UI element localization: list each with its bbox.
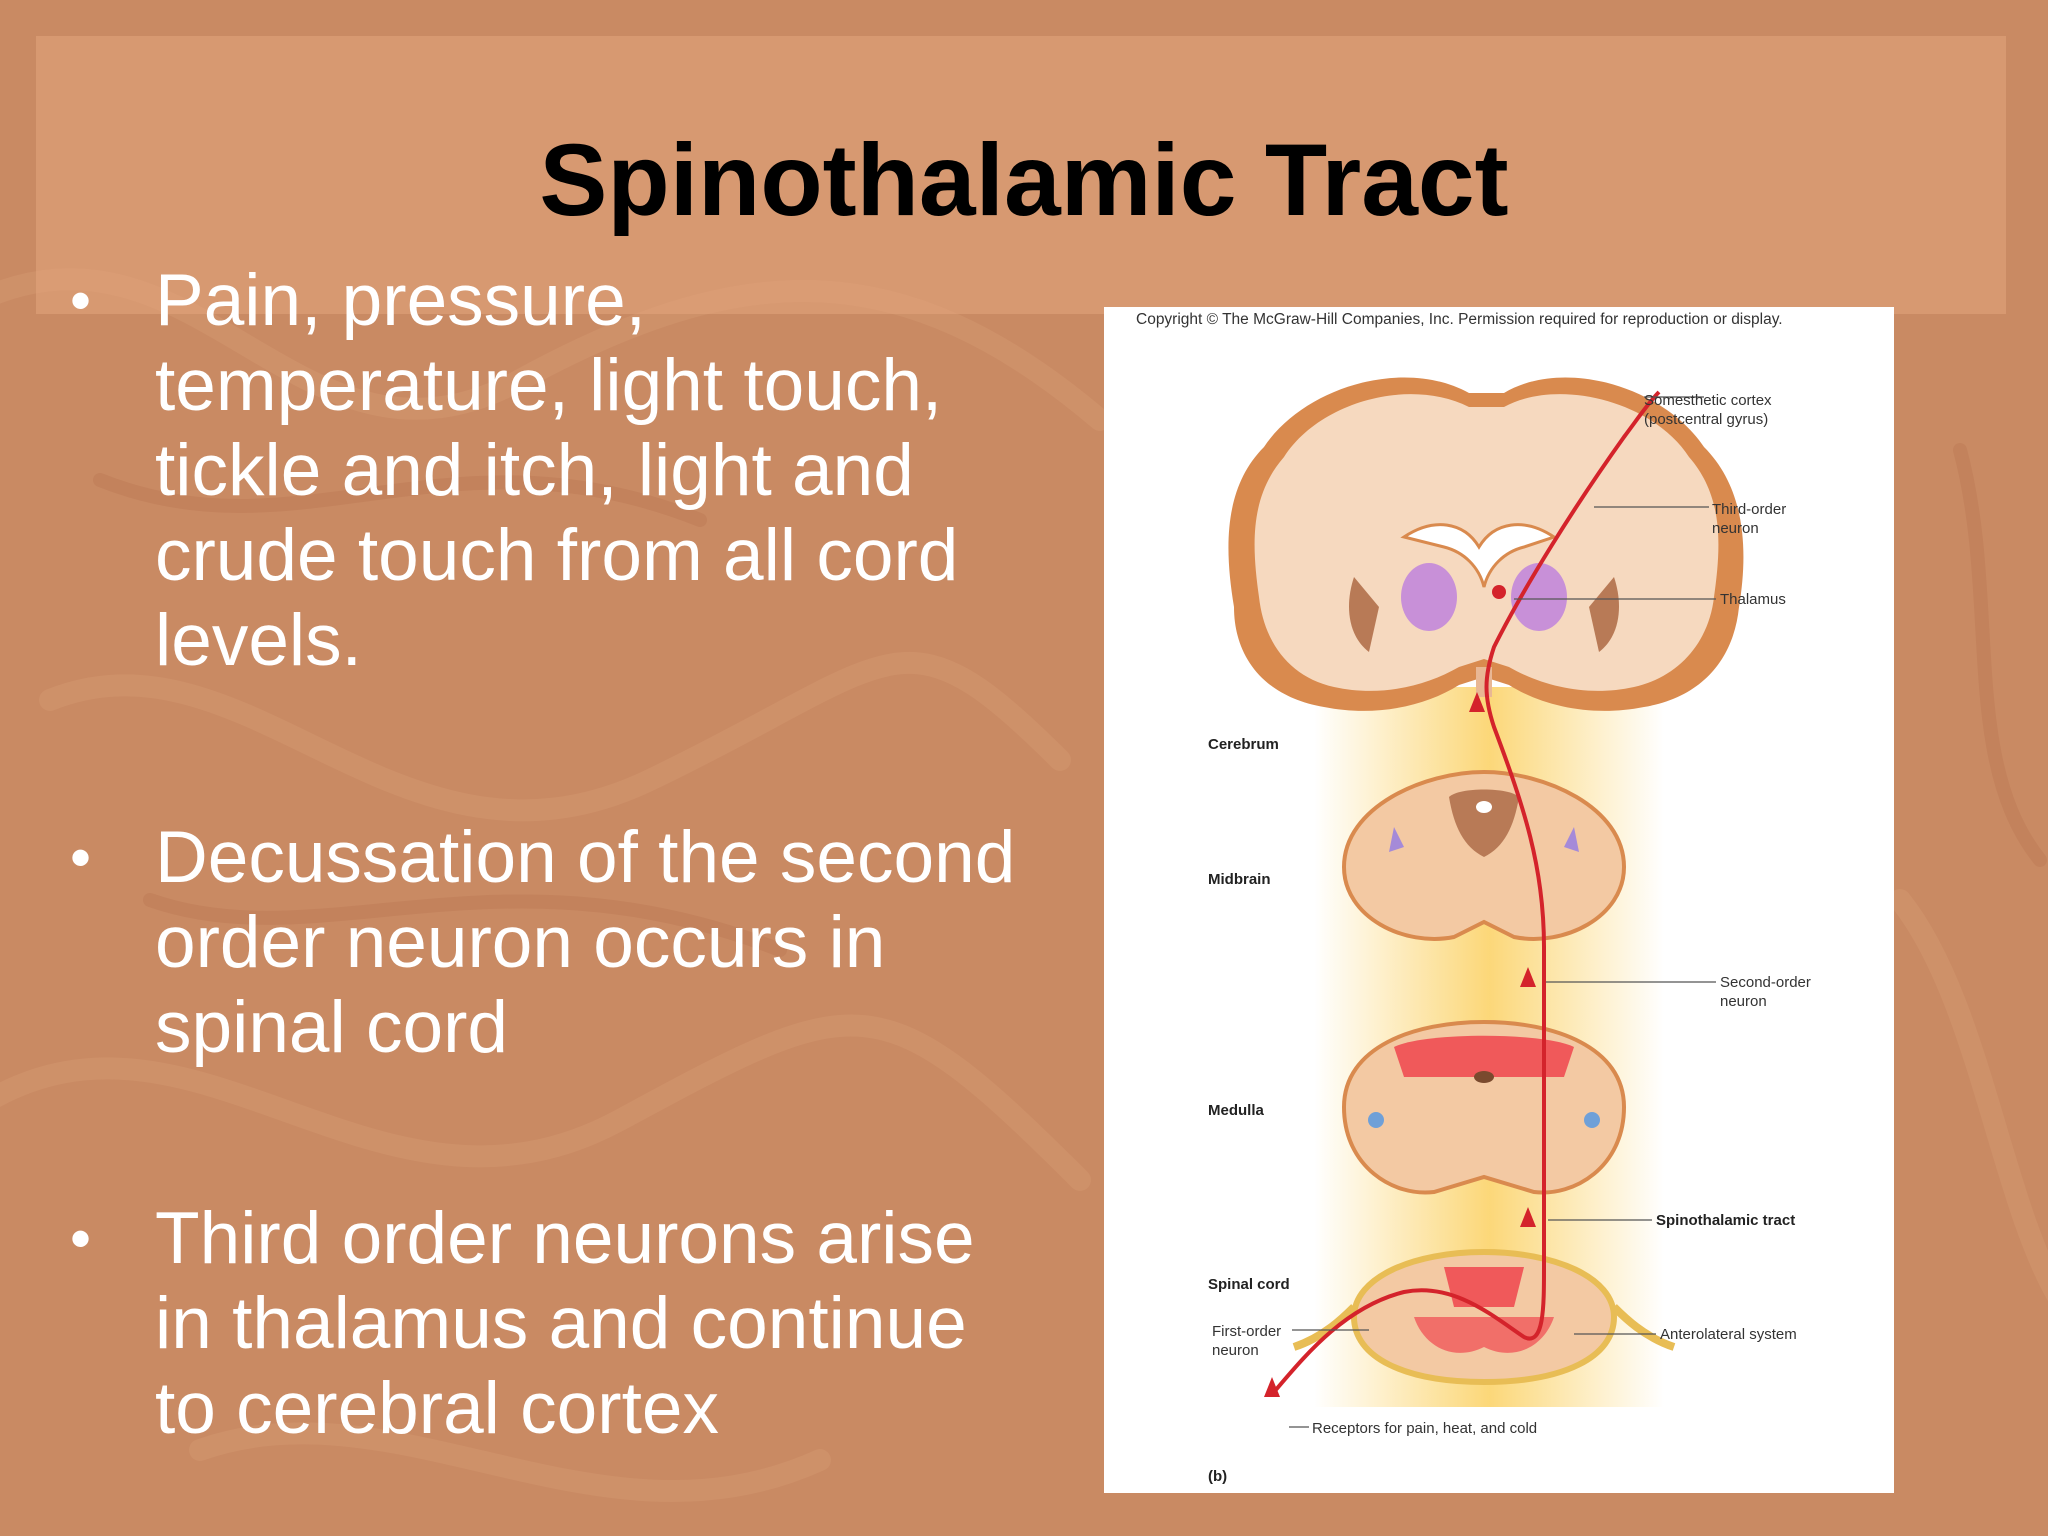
tract-arrows xyxy=(1264,585,1536,1397)
spinothalamic-figure: Copyright © The McGraw-Hill Companies, I… xyxy=(1104,307,1894,1493)
slide-title: Spinothalamic Tract xyxy=(539,123,1509,237)
title-band xyxy=(36,36,2006,314)
callout-somesthetic-cortex: Somesthetic cortex (postcentral gyrus) xyxy=(1644,392,1772,428)
midbrain-section xyxy=(1341,769,1627,941)
label-midbrain: Midbrain xyxy=(1208,871,1271,888)
label-medulla: Medulla xyxy=(1208,1102,1264,1119)
callout-receptors: Receptors for pain, heat, and cold xyxy=(1312,1420,1538,1437)
callout-second-order-neuron: Second-order neuron xyxy=(1720,974,1811,1010)
copyright-notice: Copyright © The McGraw-Hill Companies, I… xyxy=(1136,311,1783,328)
label-cerebrum: Cerebrum xyxy=(1208,736,1279,753)
bullet-marker: • xyxy=(70,824,92,891)
bullet-marker: • xyxy=(70,267,92,334)
callout-leaders xyxy=(1289,396,1716,1428)
spinal-cord-section xyxy=(1292,1248,1676,1386)
callout-thalamus: Thalamus xyxy=(1720,591,1786,608)
callout-third-order-neuron: Third-order neuron xyxy=(1712,501,1787,537)
bullet-text: Pain, pressure, temperature, light touch… xyxy=(155,260,959,681)
panel-label: (b) xyxy=(1208,1468,1228,1485)
tract-pathway xyxy=(1272,390,1661,1394)
bullet-text: Decussation of the second order neuron o… xyxy=(155,817,1016,1068)
callout-spinothalamic-tract: Spinothalamic tract xyxy=(1656,1212,1796,1229)
bullet-text: Third order neurons arise in thalamus an… xyxy=(155,1198,975,1449)
medulla-section xyxy=(1341,1019,1627,1195)
callout-first-order-neuron: First-order neuron xyxy=(1212,1323,1282,1359)
callout-anterolateral-system: Anterolateral system xyxy=(1660,1326,1797,1343)
pathway-diagram xyxy=(1228,377,1744,1428)
bullet-marker: • xyxy=(70,1205,92,1272)
label-spinal-cord: Spinal cord xyxy=(1208,1276,1290,1293)
